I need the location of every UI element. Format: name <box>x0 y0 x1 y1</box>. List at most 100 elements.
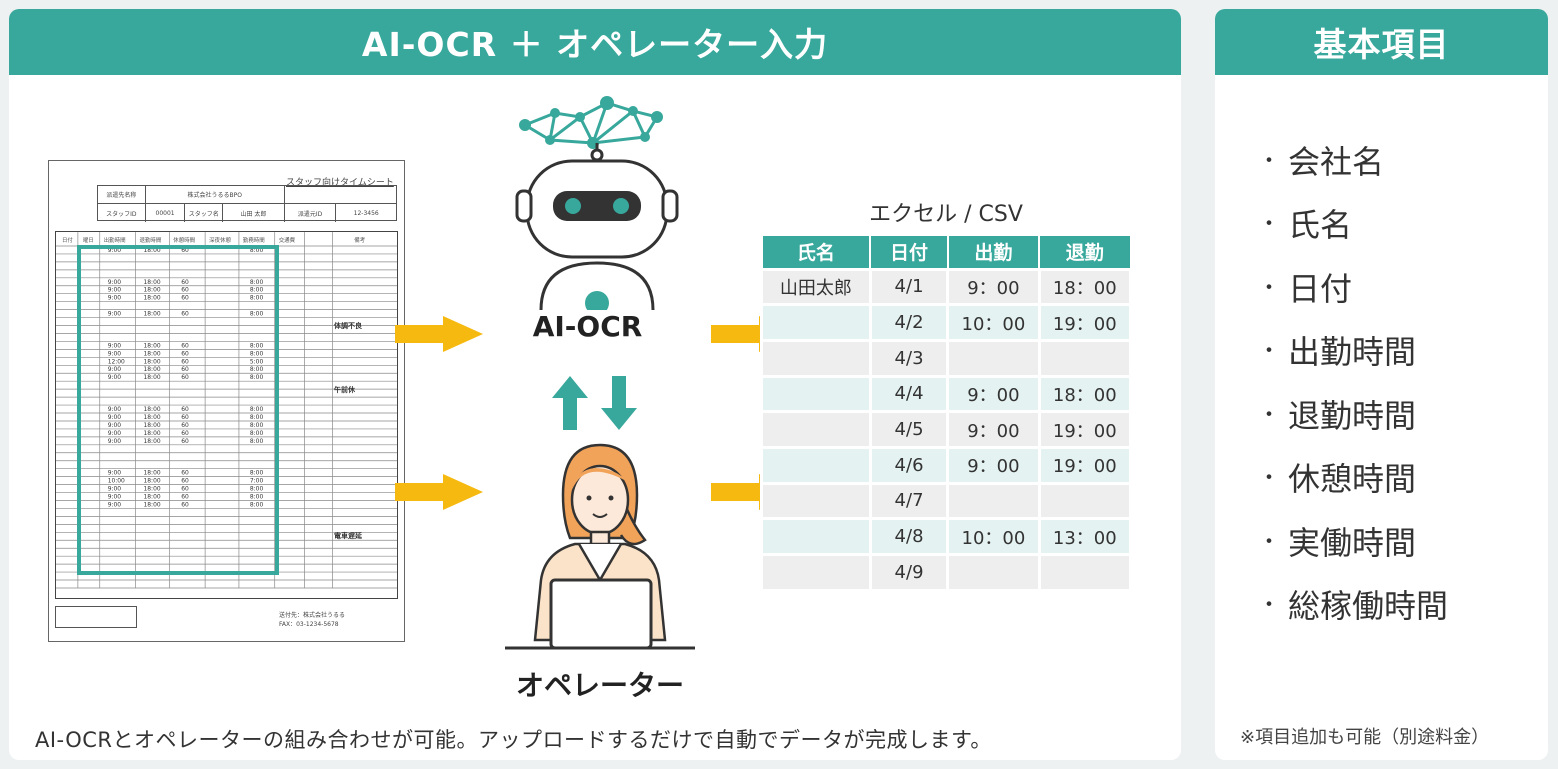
svg-text:9:00: 9:00 <box>108 295 122 302</box>
svg-text:60: 60 <box>181 358 189 365</box>
list-item-label: 総稼働時間 <box>1288 587 1449 626</box>
svg-text:8:00: 8:00 <box>250 470 264 477</box>
svg-text:8:00: 8:00 <box>250 486 264 493</box>
csv-cell: 9：00 <box>946 410 1041 449</box>
csv-cell: 9：00 <box>946 374 1041 414</box>
table-row: 4/8 10：00 13：00 <box>760 517 1133 556</box>
svg-text:60: 60 <box>181 366 189 373</box>
list-item: ・会社名 <box>1258 130 1448 194</box>
table-row: 4/5 9：00 19：00 <box>760 410 1133 449</box>
info-value: 00001 <box>146 204 186 222</box>
csv-cell <box>1037 481 1133 521</box>
timesheet-info: 派遣先名称 株式会社うるるBPO スタッフID 00001 スタッフ名 山田 太… <box>97 185 397 222</box>
info-label: スタッフ名 <box>185 204 224 222</box>
svg-text:18:00: 18:00 <box>143 295 160 302</box>
timesheet-note: 体調不良 <box>334 322 362 330</box>
side-panel: 基本項目 <box>1215 9 1548 760</box>
svg-text:曜日: 曜日 <box>83 237 94 244</box>
timesheet-document: スタッフ向けタイムシート 派遣先名称 株式会社うるるBPO スタッフID 000… <box>48 160 405 642</box>
bullet: ・ <box>1258 275 1281 301</box>
svg-text:9:00: 9:00 <box>108 279 122 286</box>
svg-text:8:00: 8:00 <box>250 374 264 381</box>
sync-arrows-icon <box>552 376 637 430</box>
csv-cell <box>760 445 872 485</box>
csv-cell <box>946 481 1041 521</box>
main-panel-title: AI-OCR ＋ オペレーター入力 <box>9 9 1181 75</box>
svg-text:10:00: 10:00 <box>108 478 125 485</box>
svg-text:9:00: 9:00 <box>108 366 122 373</box>
csv-cell <box>760 303 872 342</box>
svg-text:8:00: 8:00 <box>250 422 264 429</box>
svg-text:18:00: 18:00 <box>143 247 160 254</box>
info-label: 派遣先名称 <box>98 186 146 203</box>
side-panel-title: 基本項目 <box>1215 9 1548 75</box>
svg-text:9:00: 9:00 <box>108 311 122 318</box>
csv-cell: 4/2 <box>868 303 950 342</box>
info-label: スタッフID <box>98 204 146 222</box>
list-item: ・日付 <box>1258 257 1448 321</box>
csv-cell: 10：00 <box>946 303 1041 342</box>
svg-text:12:00: 12:00 <box>108 358 125 365</box>
svg-text:備考: 備考 <box>354 236 365 244</box>
csv-cell: 4/5 <box>868 410 950 449</box>
csv-cell <box>760 481 872 521</box>
svg-text:9:00: 9:00 <box>108 422 122 429</box>
table-row: 4/3 <box>760 338 1133 378</box>
csv-cell: 10：00 <box>946 517 1041 556</box>
table-row: 山田太郎 4/1 9：00 18：00 <box>760 267 1133 307</box>
bullet: ・ <box>1258 593 1281 619</box>
svg-text:18:00: 18:00 <box>143 414 160 421</box>
csv-cell: 13：00 <box>1037 517 1133 556</box>
svg-text:18:00: 18:00 <box>143 311 160 318</box>
ocr-highlight-box <box>77 245 279 575</box>
info-value: 株式会社うるるBPO <box>146 186 285 203</box>
svg-text:18:00: 18:00 <box>143 430 160 437</box>
svg-text:18:00: 18:00 <box>143 287 160 294</box>
csv-cell: 4/8 <box>868 517 950 556</box>
csv-header-name: 氏名 <box>760 234 872 270</box>
svg-text:9:00: 9:00 <box>108 414 122 421</box>
svg-text:60: 60 <box>181 486 189 493</box>
svg-text:60: 60 <box>181 430 189 437</box>
svg-text:60: 60 <box>181 350 189 357</box>
operator-icon <box>505 443 695 650</box>
csv-cell <box>760 338 872 378</box>
svg-text:18:00: 18:00 <box>143 478 160 485</box>
csv-cell: 18：00 <box>1037 374 1133 414</box>
list-item: ・氏名 <box>1258 194 1448 258</box>
svg-text:日付: 日付 <box>62 236 73 244</box>
csv-cell: 4/9 <box>868 553 950 592</box>
list-item-label: 退勤時間 <box>1288 396 1417 435</box>
table-row: 4/2 10：00 19：00 <box>760 303 1133 342</box>
svg-text:60: 60 <box>181 438 189 445</box>
list-item: ・実働時間 <box>1258 511 1448 575</box>
svg-text:9:00: 9:00 <box>108 430 122 437</box>
svg-text:18:00: 18:00 <box>143 350 160 357</box>
svg-text:18:00: 18:00 <box>143 494 160 501</box>
svg-text:60: 60 <box>181 501 189 508</box>
svg-text:60: 60 <box>181 311 189 318</box>
svg-text:60: 60 <box>181 342 189 349</box>
csv-header-date: 日付 <box>869 234 949 270</box>
csv-cell <box>760 517 872 556</box>
svg-text:18:00: 18:00 <box>143 486 160 493</box>
timesheet-stamp-box <box>55 606 137 628</box>
list-item-label: 出勤時間 <box>1288 333 1417 372</box>
csv-table: 氏名 日付 出勤 退勤 山田太郎 4/1 9：00 18：00 4/2 10：0… <box>760 234 1133 592</box>
table-row: 4/7 <box>760 481 1133 521</box>
svg-text:9:00: 9:00 <box>108 406 122 413</box>
csv-cell: 19：00 <box>1037 303 1133 342</box>
list-item-label: 日付 <box>1288 269 1353 308</box>
svg-text:9:00: 9:00 <box>108 470 122 477</box>
svg-text:8:00: 8:00 <box>250 406 264 413</box>
fax-line: FAX：03-1234-5678 <box>279 621 339 628</box>
svg-text:60: 60 <box>181 406 189 413</box>
table-row: 4/6 9：00 19：00 <box>760 445 1133 485</box>
svg-text:60: 60 <box>181 414 189 421</box>
svg-text:7:00: 7:00 <box>250 478 264 485</box>
timesheet-note: 午前休 <box>334 386 355 394</box>
info-value: 12-3456 <box>353 209 379 217</box>
svg-text:60: 60 <box>181 422 189 429</box>
svg-text:9:00: 9:00 <box>108 374 122 381</box>
svg-text:18:00: 18:00 <box>143 279 160 286</box>
